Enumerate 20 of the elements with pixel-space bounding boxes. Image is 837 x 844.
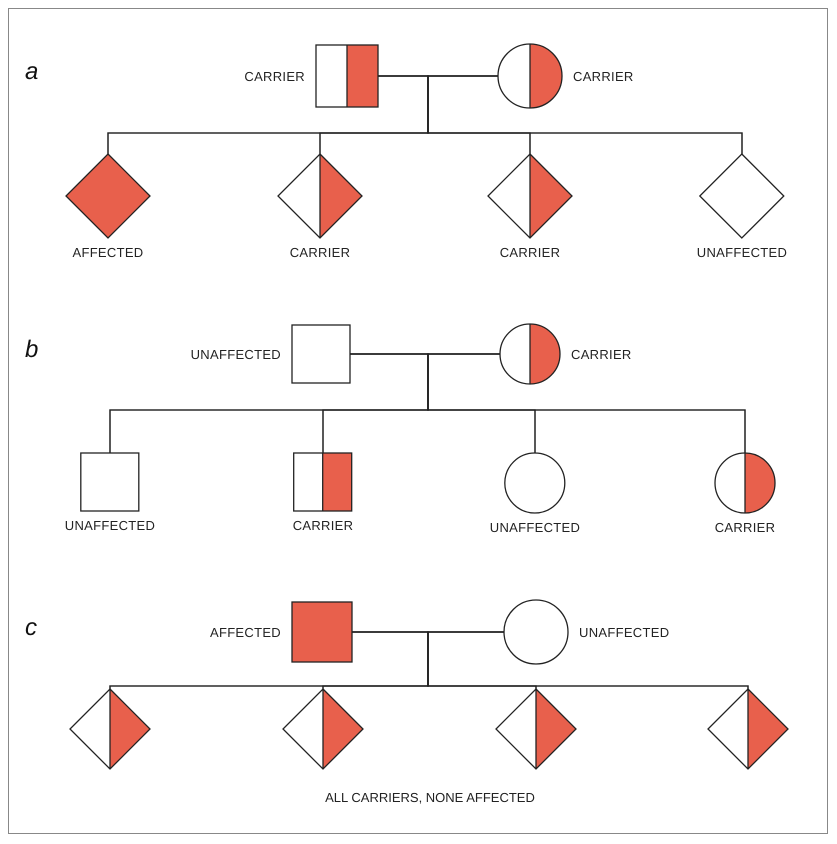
status-label: UNAFFECTED xyxy=(64,518,156,533)
note-text: ALL CARRIERS, NONE AFFECTED xyxy=(325,790,535,805)
status-label: CARRIER xyxy=(573,68,634,84)
status-label: UNAFFECTED xyxy=(696,245,788,260)
panel-letter: c xyxy=(25,614,37,642)
status-label: CARRIER xyxy=(244,68,305,84)
status-label: AFFECTED xyxy=(72,245,144,260)
pedigree-line xyxy=(427,631,749,690)
status-label: CARRIER xyxy=(714,520,776,535)
status-label: UNAFFECTED xyxy=(490,520,580,535)
status-label: CARRIER xyxy=(571,346,632,362)
status-label: AFFECTED xyxy=(210,624,281,640)
pedigree-line xyxy=(427,353,746,453)
panel-letter: b xyxy=(25,336,38,364)
status-label: CARRIER xyxy=(292,518,354,533)
panel-letter: a xyxy=(25,58,38,86)
status-label: CARRIER xyxy=(290,245,350,260)
status-label: CARRIER xyxy=(500,245,560,260)
status-label: UNAFFECTED xyxy=(190,346,281,362)
status-label: UNAFFECTED xyxy=(579,624,670,640)
